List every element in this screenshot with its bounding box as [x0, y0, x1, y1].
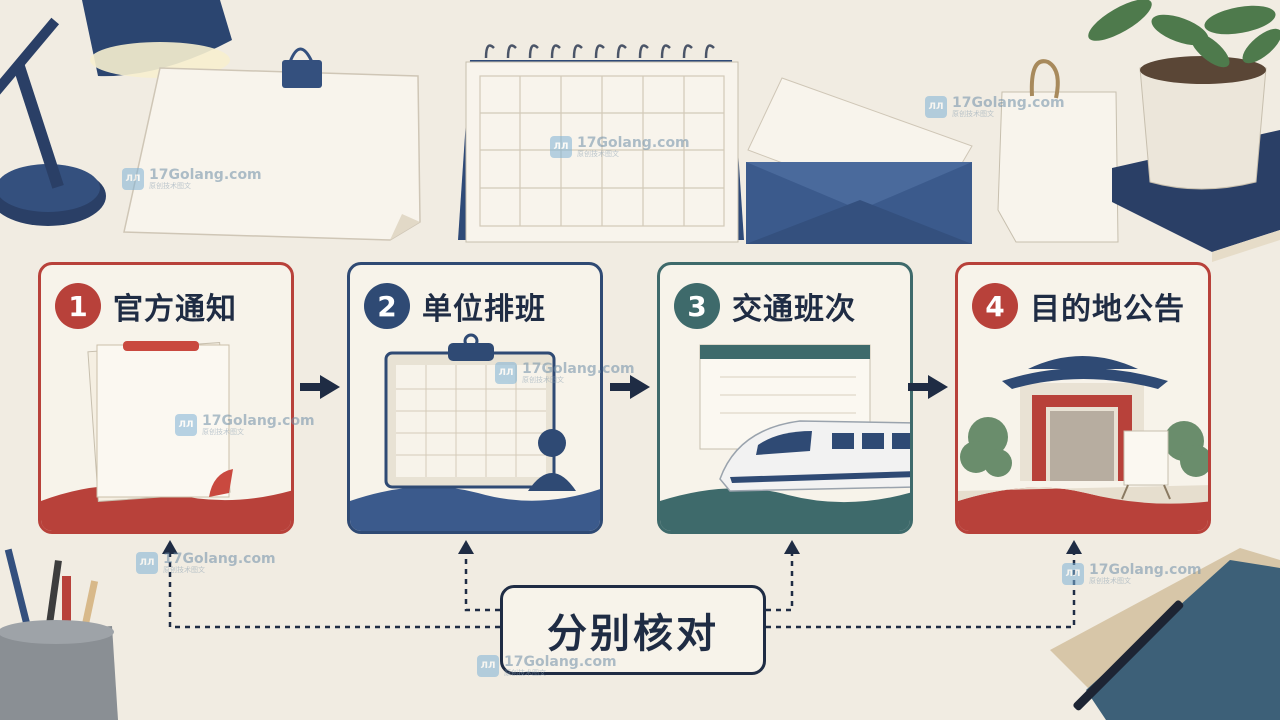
- step-number-badge: 4: [972, 283, 1018, 329]
- desk-calendar-icon: [458, 44, 744, 243]
- envelope-ticket-icon: [746, 77, 973, 244]
- dashed-connector: [168, 552, 1076, 629]
- step-card-1: 1 官方通知: [38, 262, 294, 534]
- step-title: 单位排班: [422, 292, 546, 327]
- notebook-pen-icon: [1050, 548, 1280, 720]
- step-title: 官方通知: [113, 292, 237, 327]
- potted-plant-icon: [1088, 0, 1280, 190]
- step-title: 目的地公告: [1030, 292, 1185, 327]
- clipped-note-icon: [123, 47, 421, 241]
- notice-paper-icon: [41, 341, 291, 531]
- step-number-badge: 3: [674, 283, 720, 329]
- arrow-up-icon: [162, 540, 1082, 554]
- step-title: 交通班次: [732, 292, 856, 327]
- step-card-4: 4 目的地公告: [955, 262, 1211, 534]
- gate-building-icon: [958, 356, 1208, 531]
- high-speed-train-icon: [660, 344, 910, 531]
- tag-icon: [997, 59, 1119, 243]
- step-number-badge: 1: [55, 283, 101, 329]
- verify-separately-box: 分别核对: [500, 585, 766, 675]
- step-number-badge: 2: [364, 283, 410, 329]
- arrow-right-icon: [300, 375, 340, 399]
- arrow-right-icon: [610, 375, 650, 399]
- step-card-3: 3 交通班次: [657, 262, 913, 534]
- step-card-2: 2 单位排班: [347, 262, 603, 534]
- pencil-cup-icon: [0, 548, 118, 720]
- clipboard-schedule-icon: [350, 333, 600, 531]
- arrow-right-icon: [908, 375, 948, 399]
